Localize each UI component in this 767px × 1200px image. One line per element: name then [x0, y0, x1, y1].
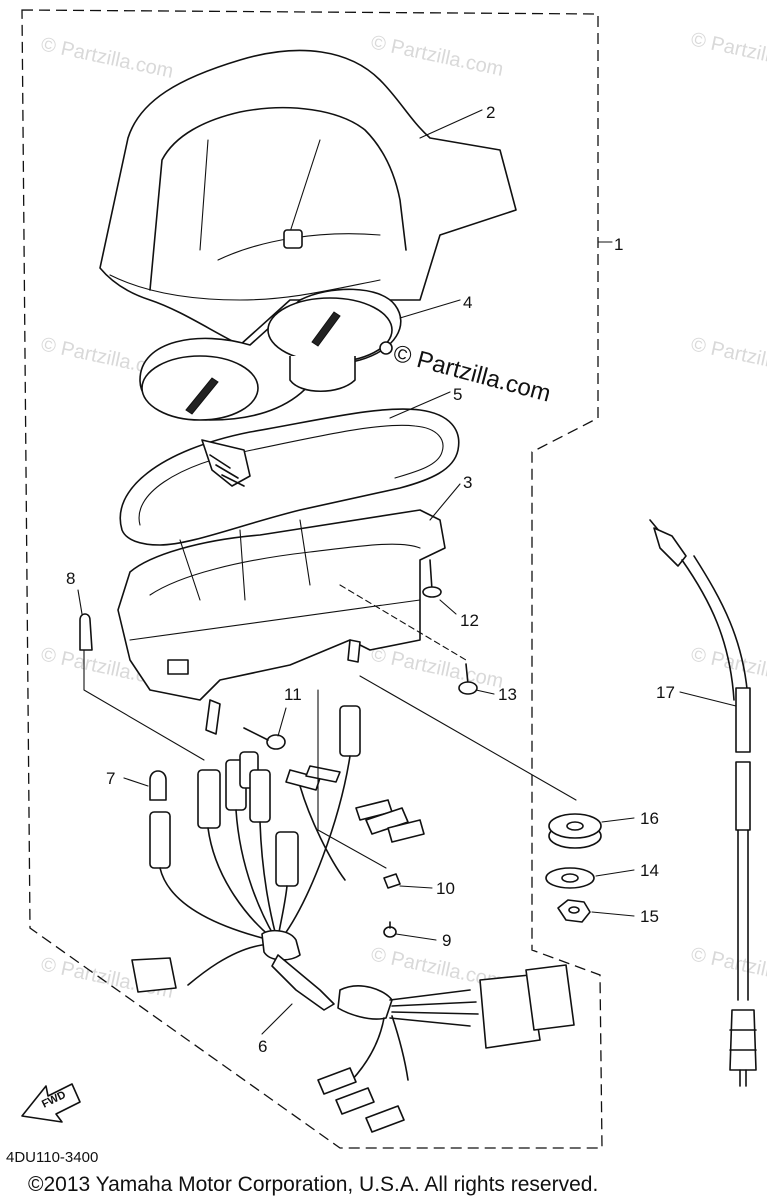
callout-15: 15	[640, 907, 659, 926]
meter-visor-cover	[99, 49, 517, 346]
screw-13	[458, 663, 478, 695]
callout-14: 14	[640, 861, 659, 880]
diagram-code: 4DU110-3400	[6, 1149, 98, 1166]
callout-13: 13	[498, 685, 517, 704]
assembly-boundary	[21, 9, 603, 1149]
callout-numbers: 2 1 4 5 3 12 13 11 8 7 10 9 16 14 15 17 …	[66, 103, 675, 1056]
meter-gasket	[119, 408, 460, 546]
callout-16: 16	[640, 809, 659, 828]
copyright-notice: ©2013 Yamaha Motor Corporation, U.S.A. A…	[28, 1173, 598, 1196]
callout-11: 11	[284, 685, 302, 704]
meter-face-gauges	[139, 288, 402, 421]
callout-12: 12	[460, 611, 479, 630]
watermark-faint: © Partzilla.com	[689, 333, 767, 383]
callout-5: 5	[453, 385, 462, 404]
watermark-faint: © Partzilla.com	[689, 643, 767, 693]
callout-2: 2	[486, 103, 495, 122]
screw-11	[243, 727, 286, 750]
wire-terminals	[285, 765, 425, 843]
washer-14	[545, 867, 595, 889]
speedometer-cable-17	[649, 519, 757, 1087]
callout-8: 8	[66, 569, 75, 588]
meter-case	[117, 509, 446, 735]
leader-lines	[77, 109, 737, 1035]
callout-7: 7	[106, 769, 115, 788]
watermark-faint: © Partzilla.com	[369, 643, 505, 693]
callout-17: 17	[656, 683, 675, 702]
watermark-faint: © Partzilla.com	[369, 31, 505, 81]
clip-10	[383, 873, 401, 889]
bulb-sockets	[149, 705, 361, 887]
watermark-faint: © Partzilla.com	[39, 33, 175, 83]
nut-15	[557, 899, 591, 923]
screw-9	[383, 921, 397, 938]
watermark-faint: © Partzilla.com	[689, 28, 767, 78]
watermark-main: © Partzilla.com	[390, 340, 553, 408]
watermark-faint: © Partzilla.com	[689, 943, 767, 993]
fwd-arrow-icon: FWD	[21, 1083, 81, 1123]
callout-10: 10	[436, 879, 455, 898]
callout-1: 1	[614, 235, 623, 254]
bulb-8	[79, 613, 93, 651]
callout-4: 4	[463, 293, 472, 312]
bulb-7	[149, 770, 167, 801]
grommet-16	[548, 813, 602, 849]
screw-12	[422, 559, 442, 598]
wire-harness	[131, 755, 575, 1133]
callout-3: 3	[463, 473, 472, 492]
callout-6: 6	[258, 1037, 267, 1056]
callout-9: 9	[442, 931, 451, 950]
